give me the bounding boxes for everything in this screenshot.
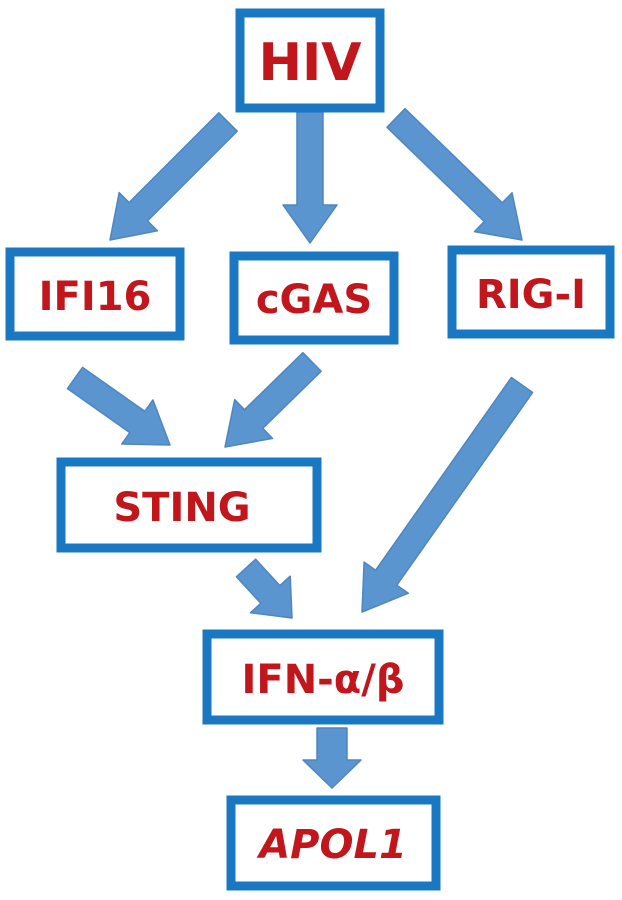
arrow-ifi16-to-sting [66,366,171,446]
node-apol1-box [226,795,441,891]
node-sting-box [56,457,322,553]
node-ifi16-label: IFI16 [39,274,152,320]
arrows-layer [66,107,534,789]
node-ifn: IFN-α/β [202,629,444,725]
node-sting-label: STING [113,485,250,531]
arrow-sting-to-ifn [235,558,293,619]
arrow-hiv-to-cgas [282,111,338,244]
node-ifn-box [202,629,444,725]
arrow-cgas-to-sting [224,351,322,448]
node-rigi-box [447,245,615,339]
node-ifi16: IFI16 [5,247,185,341]
node-apol1: APOL1 [226,795,441,891]
node-hiv-box [235,8,385,113]
node-apol1-label: APOL1 [256,822,407,868]
node-ifi16-box [5,247,185,341]
node-cgas-box [229,251,399,345]
node-cgas: cGAS [229,251,399,345]
node-hiv-label: HIV [258,33,361,93]
arrow-hiv-to-ifi16 [109,112,238,241]
arrow-hiv-to-rigi [386,107,523,241]
node-rigi-label: RIG-I [476,272,586,318]
node-rigi: RIG-I [447,245,615,339]
node-ifn-label: IFN-α/β [241,657,404,703]
arrow-rigi-to-ifn [361,376,534,613]
node-sting: STING [56,457,322,553]
node-hiv: HIV [235,8,385,113]
node-cgas-label: cGAS [256,277,372,323]
arrow-ifn-to-apol1 [302,727,362,789]
